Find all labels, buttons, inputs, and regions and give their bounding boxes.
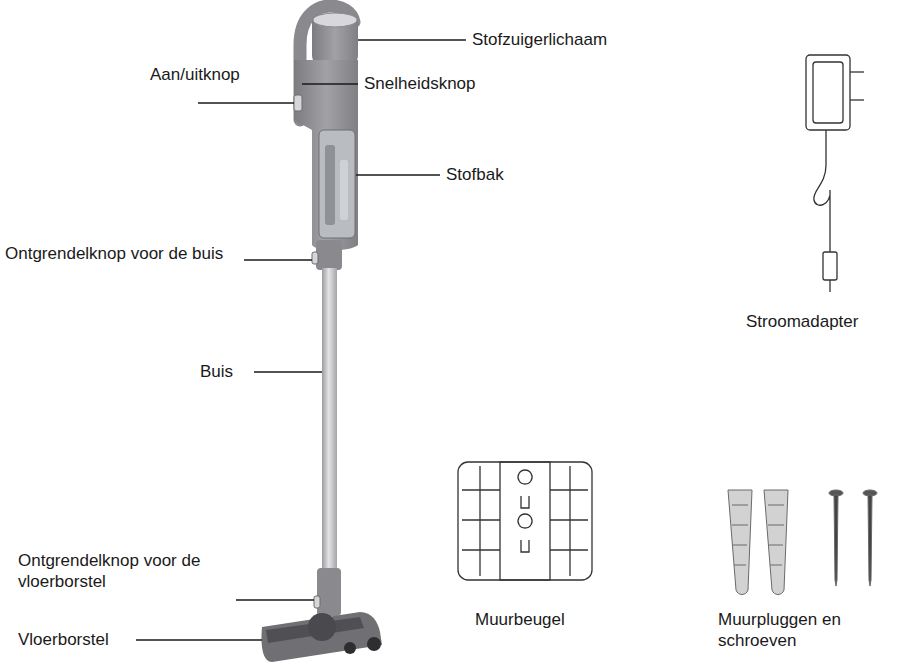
motor-housing <box>312 14 358 64</box>
wall-bracket-illustration <box>458 462 592 580</box>
part-label: Snelheidsknop <box>364 73 524 94</box>
part-label: Muurbeugel <box>475 609 625 630</box>
tube <box>322 268 337 573</box>
leader-line <box>356 174 440 175</box>
brush-joint <box>308 613 336 641</box>
part-label: Stofzuigerlichaam <box>472 29 672 50</box>
motor-cap <box>313 13 357 27</box>
leader-line <box>358 39 466 40</box>
brush-neck <box>317 568 341 616</box>
adapter-illustration <box>806 55 864 292</box>
part-label: Muurpluggen en schroeven <box>718 609 883 651</box>
leader-line <box>236 599 314 600</box>
vacuum-illustration <box>261 6 382 662</box>
part-label: Buis <box>200 361 250 382</box>
dust-bin-inner <box>340 160 348 220</box>
leader-line <box>136 639 262 640</box>
leader-line <box>254 371 322 372</box>
brush-release <box>314 596 320 608</box>
tube-release <box>312 252 318 264</box>
power-button <box>294 95 302 111</box>
part-label: Vloerborstel <box>18 629 133 650</box>
tube-coupling <box>316 240 342 270</box>
part-label: Ontgrendelknop voor de buis <box>5 243 235 264</box>
plugs-screws-illustration <box>728 490 877 595</box>
leader-line <box>198 102 294 103</box>
part-label: Stroomadapter <box>746 311 906 332</box>
leader-line <box>302 83 358 84</box>
dust-bin-filter <box>325 145 335 225</box>
leader-lines <box>136 40 466 640</box>
wheel <box>367 637 381 651</box>
leader-line <box>244 259 312 260</box>
floor-brush <box>261 612 382 662</box>
wheel <box>344 642 356 654</box>
part-label: Aan/uitknop <box>150 64 300 85</box>
vacuum-body <box>294 60 358 250</box>
part-label: Stofbak <box>446 164 566 185</box>
dust-bin <box>319 130 355 238</box>
part-label: Ontgrendelknop voor de vloerborstel <box>18 550 228 592</box>
